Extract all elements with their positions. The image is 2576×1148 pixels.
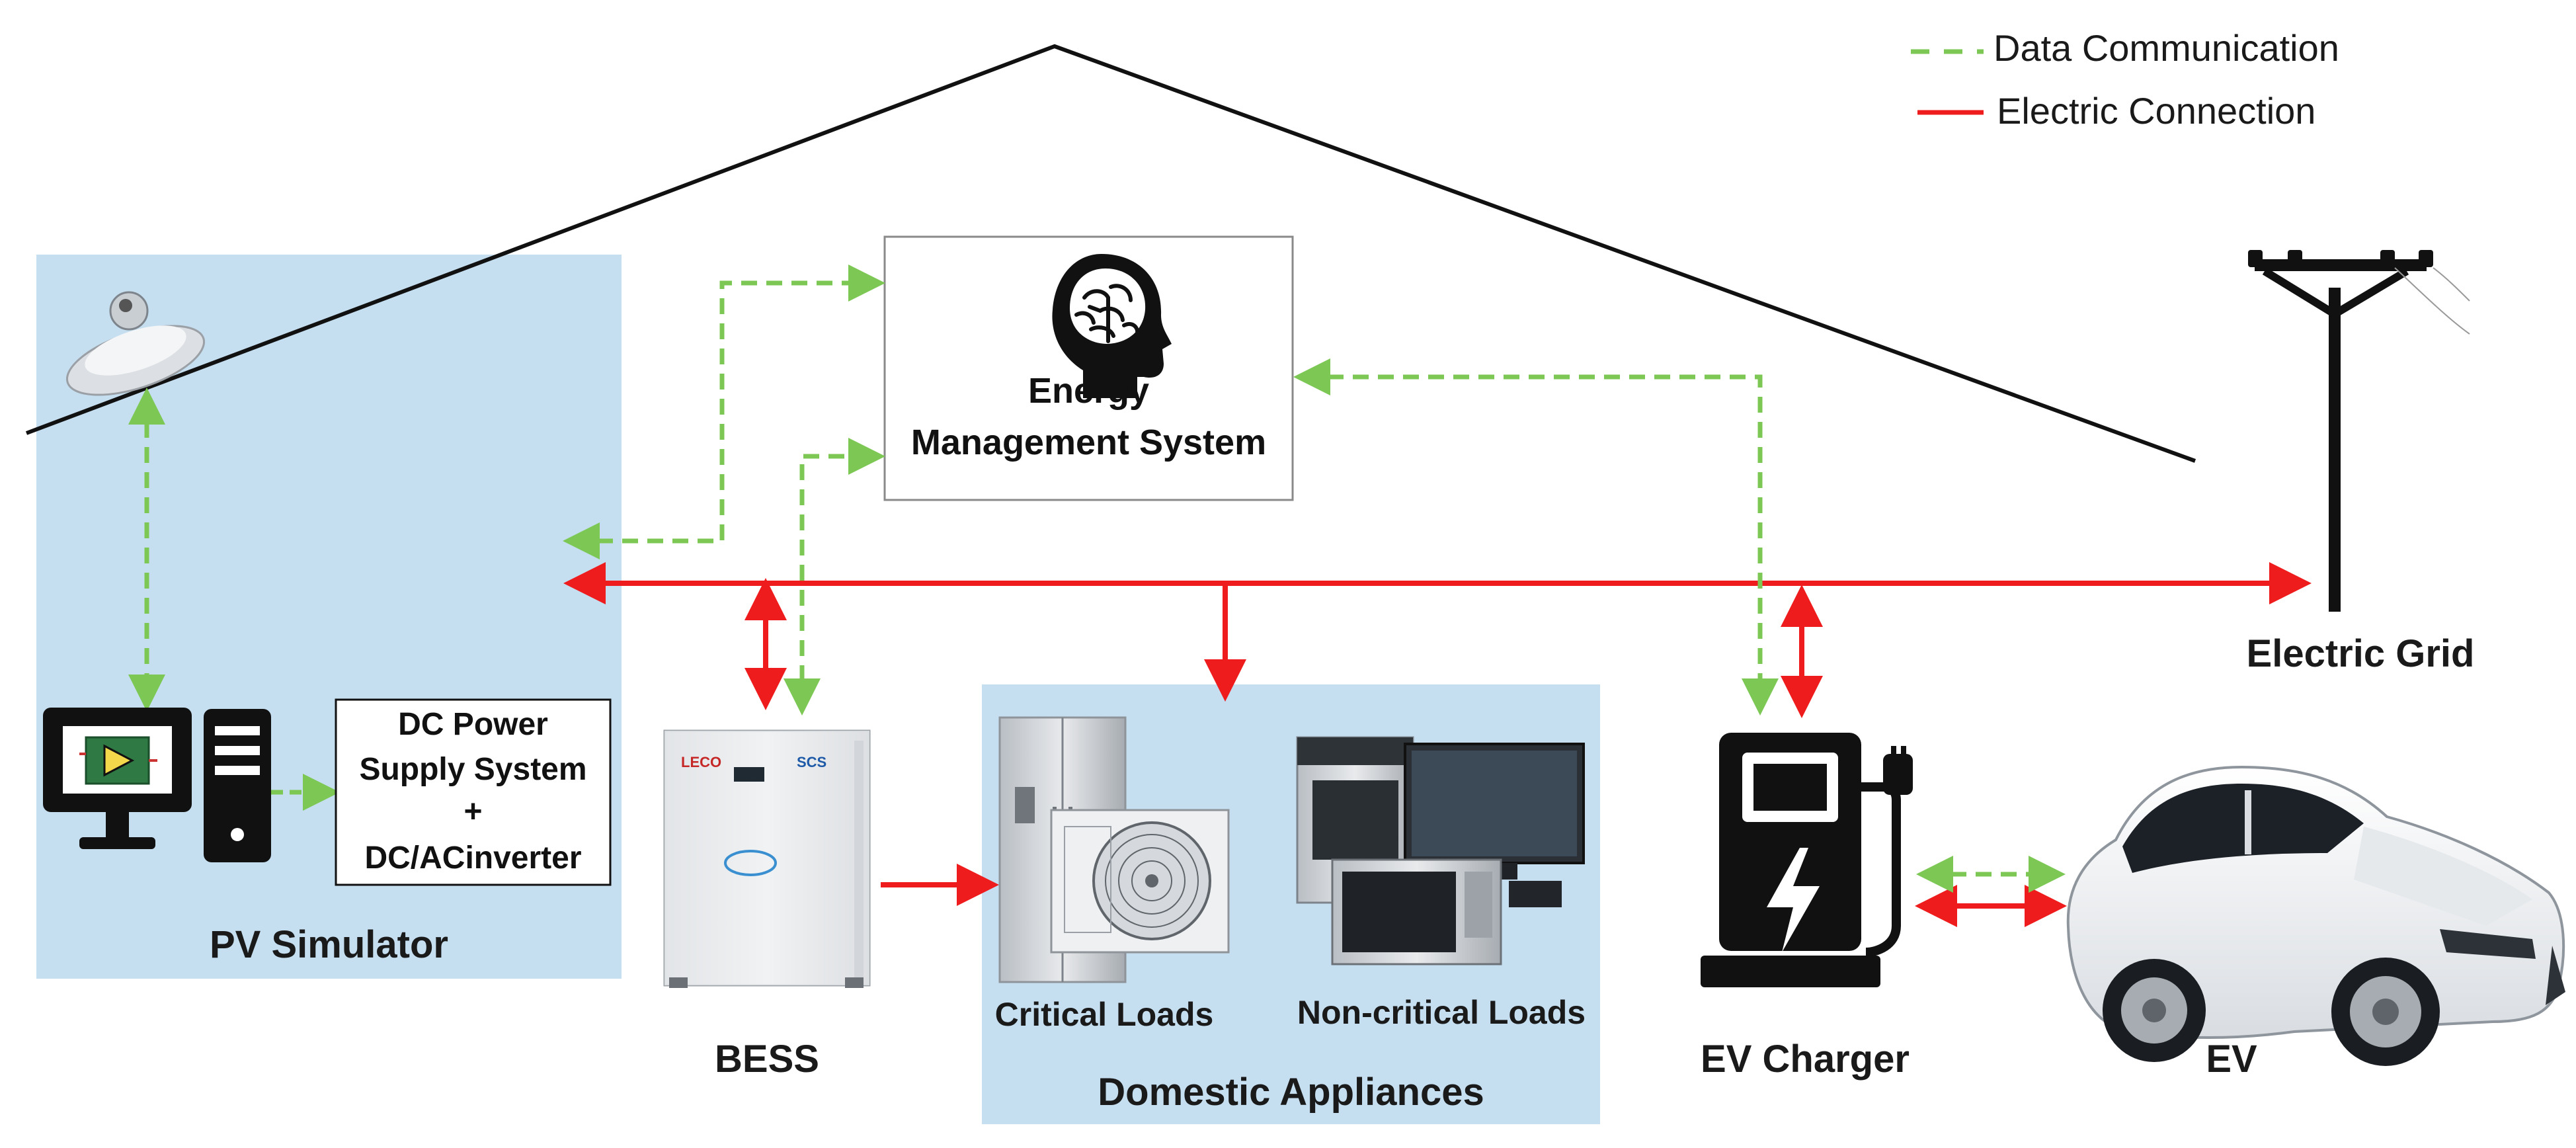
ev-charger-label: EV Charger xyxy=(1701,1038,1910,1081)
critical-loads-icon xyxy=(998,716,1230,983)
dc-supply-line3: + xyxy=(463,794,483,829)
bess-label: BESS xyxy=(715,1038,819,1081)
pv-data-link xyxy=(563,265,885,559)
bess-data-link xyxy=(784,438,885,716)
dc-supply-line2: Supply System xyxy=(359,752,587,787)
dc-power-supply-box xyxy=(335,698,612,886)
ev-label: EV xyxy=(2206,1038,2257,1081)
dc-supply-line4: DC/ACinverter xyxy=(364,840,582,876)
ev-charger-icon xyxy=(1701,733,1913,987)
ems-label-line1: Energy xyxy=(1027,371,1150,411)
critical-loads-label: Critical Loads xyxy=(994,996,1214,1033)
computer-icon xyxy=(43,708,271,862)
pv-simulator-label: PV Simulator xyxy=(210,923,448,966)
electric-pole-icon xyxy=(2248,250,2470,612)
non-critical-loads-label: Non-critical Loads xyxy=(1297,994,1586,1031)
domestic-appliances-label: Domestic Appliances xyxy=(1098,1071,1484,1114)
house-roof-outline xyxy=(25,44,2196,463)
legend-data-label: Data Communication xyxy=(1993,27,2339,69)
ev-car-icon xyxy=(2066,765,2565,1066)
electric-grid-label: Electric Grid xyxy=(2246,632,2475,675)
svg-text:SCS: SCS xyxy=(797,754,826,770)
evcharger-data-link xyxy=(1293,358,1779,716)
legend-electric-label: Electric Connection xyxy=(1997,90,2316,132)
bess-battery-icon: LECO SCS xyxy=(663,729,871,988)
dc-supply-line1: DC Power xyxy=(398,707,548,742)
ems-label-line2: Management System xyxy=(910,423,1267,462)
brain-head-icon xyxy=(1052,254,1172,398)
svg-text:LECO: LECO xyxy=(681,754,721,770)
irradiance-sensor-icon xyxy=(65,291,206,396)
non-critical-loads-icon xyxy=(1296,736,1585,965)
